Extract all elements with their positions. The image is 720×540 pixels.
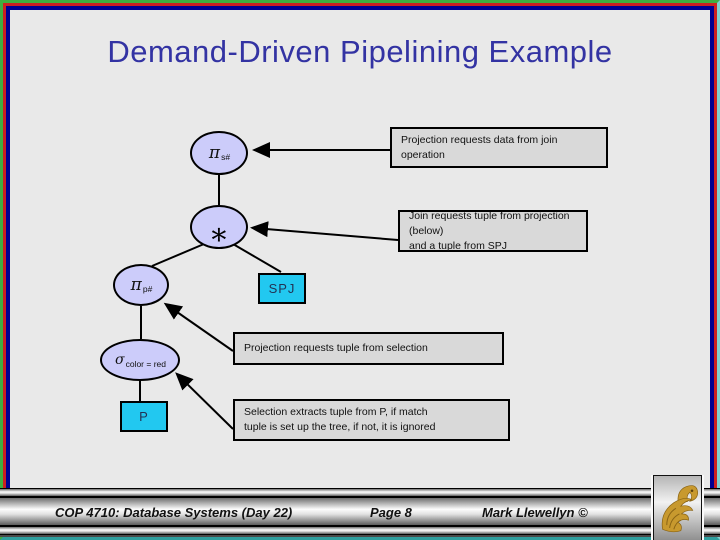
ucf-pegasus-logo bbox=[661, 484, 698, 532]
relation-p: P bbox=[120, 401, 168, 432]
annotation-text: Projection requests tuple from selection bbox=[244, 342, 428, 354]
footer-bottom-strip bbox=[0, 526, 720, 535]
pi-operator: π bbox=[130, 275, 142, 295]
pi-subscript: s# bbox=[221, 152, 231, 162]
annotation-text: Join requests tuple from projection (bel… bbox=[409, 209, 570, 252]
page-title: Demand-Driven Pipelining Example bbox=[107, 34, 613, 69]
footer-page-number: Page 8 bbox=[370, 505, 412, 520]
annotation-text: Selection extracts tuple from P, if matc… bbox=[244, 406, 436, 433]
annotation-text: Projection requests data from join opera… bbox=[401, 133, 558, 161]
pi-operator: π bbox=[208, 143, 221, 163]
footer-main-bar: COP 4710: Database Systems (Day 22) Page… bbox=[0, 497, 720, 526]
sigma-subscript: color = red bbox=[125, 359, 166, 369]
annotation-selection-extract: Selection extracts tuple from P, if matc… bbox=[233, 399, 510, 441]
relation-spj-label: SPJ bbox=[268, 281, 296, 296]
annotation-projection-join: Projection requests data from join opera… bbox=[390, 127, 608, 168]
footer-author: Mark Llewellyn © bbox=[482, 505, 588, 520]
footer-course: COP 4710: Database Systems (Day 22) bbox=[55, 505, 293, 520]
node-join: ∗ bbox=[190, 205, 248, 250]
footer: COP 4710: Database Systems (Day 22) Page… bbox=[0, 488, 720, 537]
footer-top-strip bbox=[0, 488, 720, 497]
annotation-join-request: Join requests tuple from projection (bel… bbox=[398, 210, 588, 252]
sigma-operator: σ bbox=[115, 352, 125, 368]
annotation-projection-selection: Projection requests tuple from selection bbox=[233, 332, 504, 365]
relation-p-label: P bbox=[139, 409, 149, 424]
logo-panel bbox=[653, 475, 702, 540]
pi-subscript: p# bbox=[142, 284, 153, 294]
relation-spj: SPJ bbox=[258, 273, 306, 304]
